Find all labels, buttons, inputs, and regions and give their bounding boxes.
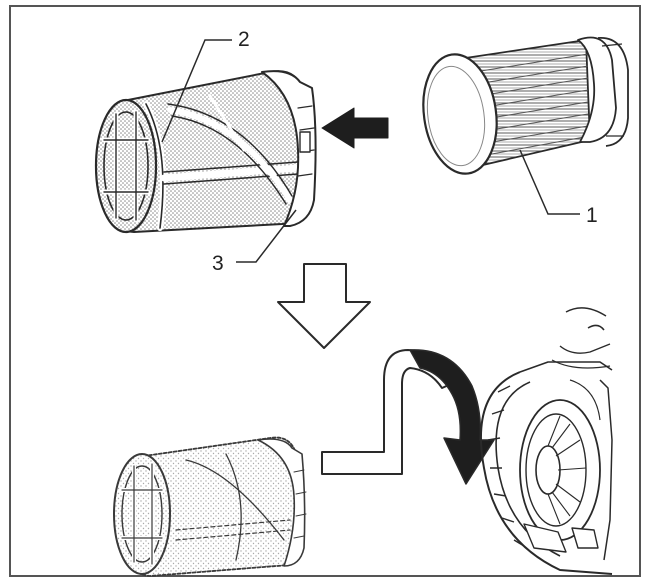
- callout-3-label: 3: [212, 252, 224, 275]
- blower-housing-icon: [480, 307, 613, 575]
- callout-1-label: 1: [586, 204, 598, 227]
- callout-2-label: 2: [238, 28, 250, 51]
- mesh-prefilter-icon: [94, 70, 317, 234]
- callout-3: 3: [212, 209, 297, 275]
- callout-1: 1: [519, 149, 598, 227]
- callout-2: 2: [161, 28, 250, 143]
- mesh-prefilter-light-icon: [113, 436, 307, 577]
- figure-frame: [9, 5, 641, 577]
- rotate-arrow-icon: [321, 349, 495, 485]
- down-arrow-icon: [277, 263, 371, 349]
- filter-cartridge-icon: [422, 36, 629, 175]
- push-arrow-icon: [321, 107, 389, 149]
